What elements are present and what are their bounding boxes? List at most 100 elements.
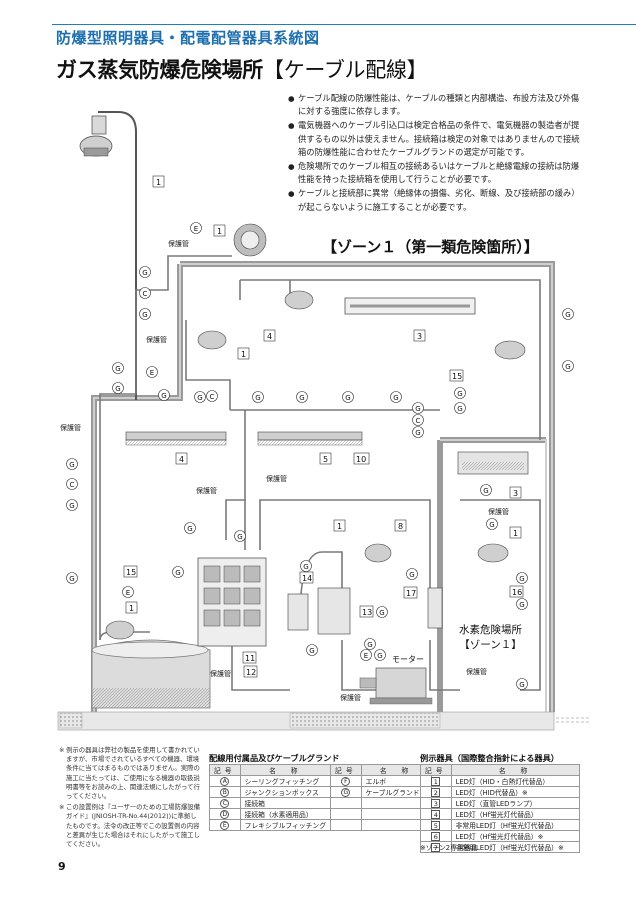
note-item: 例示の器具は弊社の製品を使用して書かれていますが、市場でされているすべての機器、… [59,746,201,801]
conduit-label: 保護管 [466,667,487,676]
svg-text:G: G [237,533,242,541]
control-panels [287,587,443,635]
fixture-no: 5 [431,820,441,830]
conduit-label: 保護管 [146,335,167,344]
table-row: E フレキシブルフィッチング [209,819,432,831]
svg-text:G: G [457,390,462,398]
svg-text:G: G [115,385,120,393]
svg-text:16: 16 [512,588,522,597]
table-row: B ジャンクションボックス G ケーブルグランド [209,786,432,798]
svg-text:E: E [364,652,368,660]
conduit-label: 保護管 [340,693,361,702]
svg-text:10: 10 [356,455,366,464]
svg-text:G: G [483,487,488,495]
parts-table-heading: 配線用付属品及びケーブルグランド [209,753,340,763]
svg-text:G: G [69,502,74,510]
svg-text:5: 5 [323,455,328,464]
symbol-badge: C [220,798,230,808]
col-symbol: 記号 [420,764,452,776]
fixture-no: 3 [431,798,441,808]
svg-text:G: G [519,681,524,689]
symbol-badge: A [220,776,230,786]
svg-text:G: G [565,363,570,371]
svg-text:15: 15 [126,568,136,577]
title-main: ガス蒸気防爆危険場所 [56,58,263,82]
svg-text:G: G [161,392,166,400]
pole-lamp [98,111,137,400]
svg-text:1: 1 [513,529,518,538]
svg-text:4: 4 [179,455,184,464]
round-lamps [105,223,526,640]
linear-fixture-4 [125,431,227,446]
page-number: 9 [58,860,66,873]
svg-text:E: E [150,369,154,377]
linear-fixture-zone1 [457,451,529,475]
table-row: 7 非常用LED灯（Hf蛍光灯代替品）※ [420,841,580,853]
linear-fixture-5 [257,431,363,446]
bullet-item: 危険場所でのケーブル相互の接続あるいはケーブルと絶縁電線の接続は防爆性能を持った… [288,160,580,186]
svg-text:11: 11 [245,654,255,663]
svg-text:G: G [115,365,120,373]
motor-label: モーター [392,655,424,664]
bullet-item: ケーブルと接続部に異常（絶縁体の損傷、劣化、断線、及び接続部の緩み）が起こらない… [288,187,580,213]
svg-text:1: 1 [241,350,246,359]
section-title: 防爆型照明器具・配電配管器具系統図 [56,29,320,47]
table-row: C 接続箱 [209,797,432,809]
svg-text:C: C [143,290,148,298]
svg-text:4: 4 [267,332,272,341]
page-title: ガス蒸気防爆危険場所【ケーブル配線】 [56,54,428,84]
col-symbol: 記号 [330,764,362,776]
svg-text:15: 15 [452,372,462,381]
hydrogen-label: 水素危険場所 [459,624,522,636]
svg-text:G: G [197,394,202,402]
svg-text:G: G [377,652,382,660]
table-row: 1 LED灯（HID・白熱灯代替品） [420,775,580,787]
linear-fixture-3 [344,297,476,315]
svg-text:12: 12 [246,668,256,677]
svg-text:G: G [519,575,524,583]
svg-text:14: 14 [302,574,312,583]
fixture-name: LED灯（HID代替品）※ [450,786,580,798]
fixture-name: 非常用LED灯（Hf蛍光灯代替品）※ [450,841,580,853]
title-sub: 【ケーブル配線】 [263,58,428,82]
fixture-no: 4 [431,809,441,819]
svg-text:C: C [70,481,75,489]
fixture-no: 6 [431,831,441,841]
col-name: 名 称 [450,764,580,776]
storage-tank [91,639,211,709]
symbol-badge: G [341,787,351,797]
fitting-symbols [66,222,574,690]
svg-text:C: C [416,417,421,425]
fixture-name: LED灯（HID・白熱灯代替品） [450,775,580,787]
svg-text:G: G [457,405,462,413]
bullet-list: ケーブル配線の防爆性能は、ケーブルの種類と内部構造、布設方法及び外傷に対する強度… [288,92,580,215]
svg-text:G: G [187,525,192,533]
table-row: 6 LED灯（Hf蛍光灯代替品）※ [420,830,580,842]
svg-text:G: G [489,521,494,529]
svg-text:G: G [255,394,260,402]
svg-text:G: G [519,601,524,609]
bullet-item: ケーブル配線の防爆性能は、ケーブルの種類と内部構造、布設方法及び外傷に対する強度… [288,92,580,118]
fixture-name: LED灯（直管LEDランプ） [450,797,580,809]
symbol-badge: D [220,809,230,819]
table-row: 3 LED灯（直管LEDランプ） [420,797,580,809]
table-row: 2 LED灯（HID代替品）※ [420,786,580,798]
fixture-no: 2 [431,787,441,797]
note-item: この設置例は『ユーザーのための工場防爆設備ガイド』(JNIOSH-TR-No.4… [59,803,201,849]
fixture-name: LED灯（Hf蛍光灯代替品）※ [450,830,580,842]
svg-text:G: G [345,394,350,402]
svg-text:G: G [175,569,180,577]
svg-text:1: 1 [129,604,134,613]
fixture-no: 7 [431,842,441,852]
fixture-no: 1 [431,776,441,786]
svg-text:G: G [309,647,314,655]
svg-text:G: G [303,563,308,571]
fixtures-footnote: ※ゾーン2専用器具 [420,844,478,852]
junction-box-bank [197,557,267,647]
part-name: 接続箱（水素適用品） [239,808,332,820]
svg-text:G: G [415,405,420,413]
